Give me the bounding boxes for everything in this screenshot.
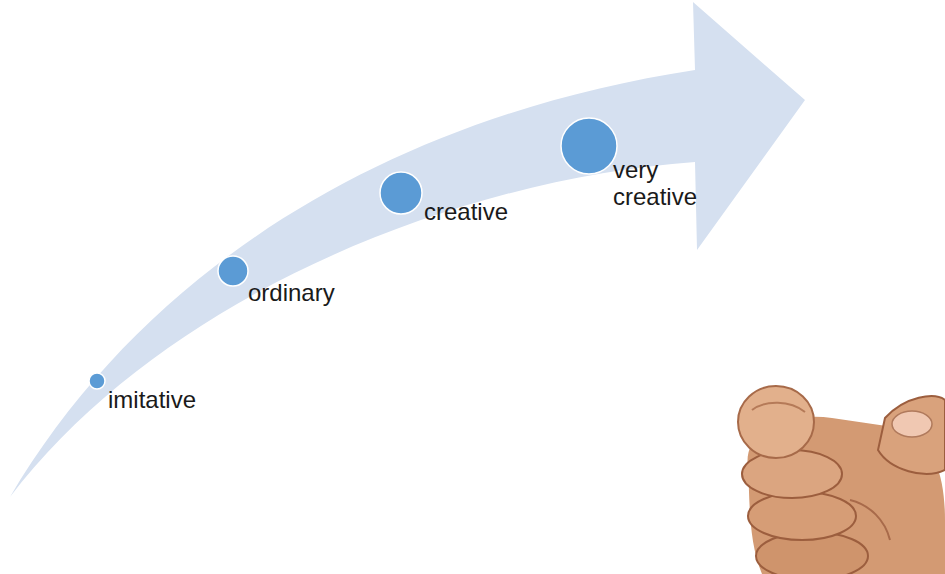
step-circle	[89, 373, 105, 389]
step-label: ordinary	[248, 279, 335, 306]
step-dot	[380, 172, 424, 216]
step-circle	[380, 172, 422, 214]
step-node: very creative	[561, 118, 723, 210]
curved-arrow	[10, 2, 805, 497]
step-dot	[561, 118, 619, 176]
step-dot	[218, 256, 250, 288]
step-circle	[218, 256, 248, 286]
step-dot	[89, 373, 107, 391]
pointing-hand	[738, 386, 945, 574]
step-node: imitative	[89, 373, 197, 413]
step-label: creative	[424, 198, 508, 225]
step-node: ordinary	[218, 256, 335, 306]
step-circle	[561, 118, 617, 174]
step-label: imitative	[108, 386, 196, 413]
step-node: creative	[380, 172, 509, 225]
step-label: very creative	[613, 156, 723, 210]
